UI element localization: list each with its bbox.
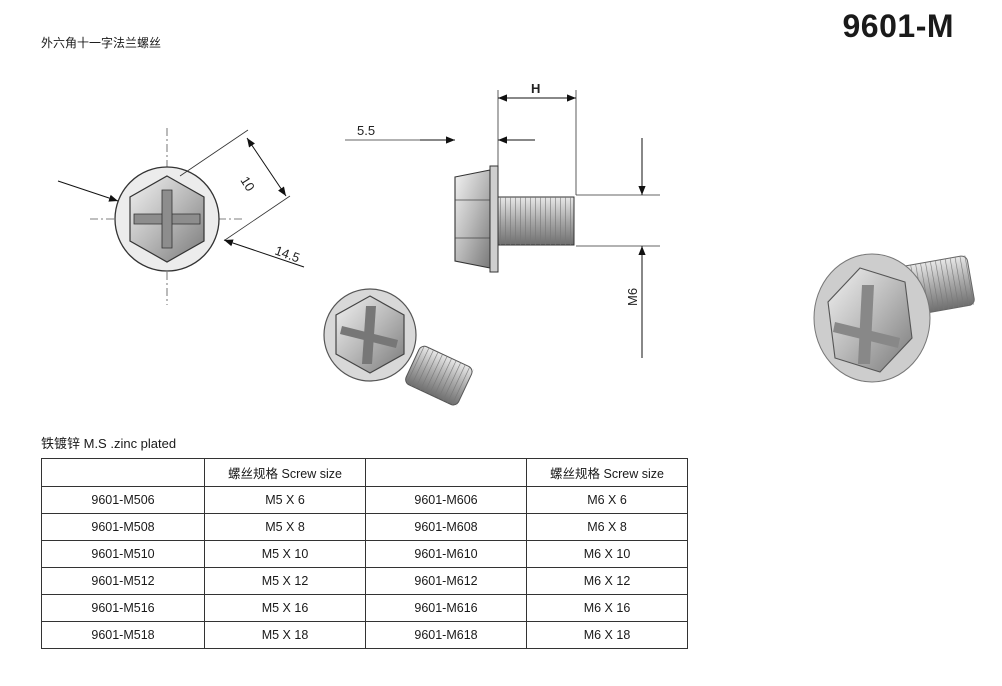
code-cell: 9601-M606 xyxy=(365,486,527,514)
screw-render-large xyxy=(813,253,976,383)
size-cell: M5 X 6 xyxy=(204,486,366,514)
model-number: 9601-M xyxy=(842,8,954,44)
size-cell: M6 X 18 xyxy=(526,621,688,649)
size-cell: M6 X 6 xyxy=(526,486,688,514)
size-cell: M5 X 16 xyxy=(204,594,366,622)
table-header-size-right: 螺丝规格 Screw size xyxy=(526,458,688,487)
table-header-code-right xyxy=(365,458,527,487)
size-cell: M5 X 10 xyxy=(204,540,366,568)
product-subtitle: 外六角十一字法兰螺丝 xyxy=(41,36,162,50)
size-cell: M5 X 12 xyxy=(204,567,366,595)
code-cell: 9601-M506 xyxy=(41,486,205,514)
dim-5-5-label: 5.5 xyxy=(357,123,375,138)
size-cell: M5 X 18 xyxy=(204,621,366,649)
dim-m6-label: M6 xyxy=(625,288,640,306)
table-row: 9601-M508 M5 X 8 9601-M608 M6 X 8 xyxy=(41,513,688,541)
side-view: 5.5 H M6 xyxy=(345,81,660,358)
size-cell: M5 X 8 xyxy=(204,513,366,541)
code-cell: 9601-M616 xyxy=(365,594,527,622)
code-cell: 9601-M518 xyxy=(41,621,205,649)
table-header-code-left xyxy=(41,458,205,487)
dim-14-5-label: 14.5 xyxy=(273,243,302,266)
size-cell: M6 X 12 xyxy=(526,567,688,595)
code-cell: 9601-M510 xyxy=(41,540,205,568)
table-row: 9601-M516 M5 X 16 9601-M616 M6 X 16 xyxy=(41,594,688,622)
code-cell: 9601-M512 xyxy=(41,567,205,595)
dim-10-label: 10 xyxy=(237,174,257,194)
table-row: 9601-M518 M5 X 18 9601-M618 M6 X 18 xyxy=(41,621,688,649)
table-header-size-left: 螺丝规格 Screw size xyxy=(204,458,366,487)
code-cell: 9601-M608 xyxy=(365,513,527,541)
size-cell: M6 X 8 xyxy=(526,513,688,541)
material-label: 铁镀锌 M.S .zinc plated xyxy=(41,436,177,451)
code-cell: 9601-M618 xyxy=(365,621,527,649)
table-header-row: 螺丝规格 Screw size 螺丝规格 Screw size xyxy=(41,458,688,487)
table-row: 9601-M510 M5 X 10 9601-M610 M6 X 10 xyxy=(41,540,688,568)
code-cell: 9601-M610 xyxy=(365,540,527,568)
code-cell: 9601-M508 xyxy=(41,513,205,541)
table-row: 9601-M506 M5 X 6 9601-M606 M6 X 6 xyxy=(41,486,688,514)
code-cell: 9601-M612 xyxy=(365,567,527,595)
table-row: 9601-M512 M5 X 12 9601-M612 M6 X 12 xyxy=(41,567,688,595)
dim-h-label: H xyxy=(531,81,540,96)
technical-drawing: 10 14.5 5.5 H M6 xyxy=(57,81,976,407)
front-view: 10 14.5 xyxy=(57,128,305,305)
size-cell: M6 X 10 xyxy=(526,540,688,568)
code-cell: 9601-M516 xyxy=(41,594,205,622)
screw-render-small xyxy=(323,288,475,407)
spec-table: 螺丝规格 Screw size 螺丝规格 Screw size 9601-M50… xyxy=(41,458,688,649)
size-cell: M6 X 16 xyxy=(526,594,688,622)
